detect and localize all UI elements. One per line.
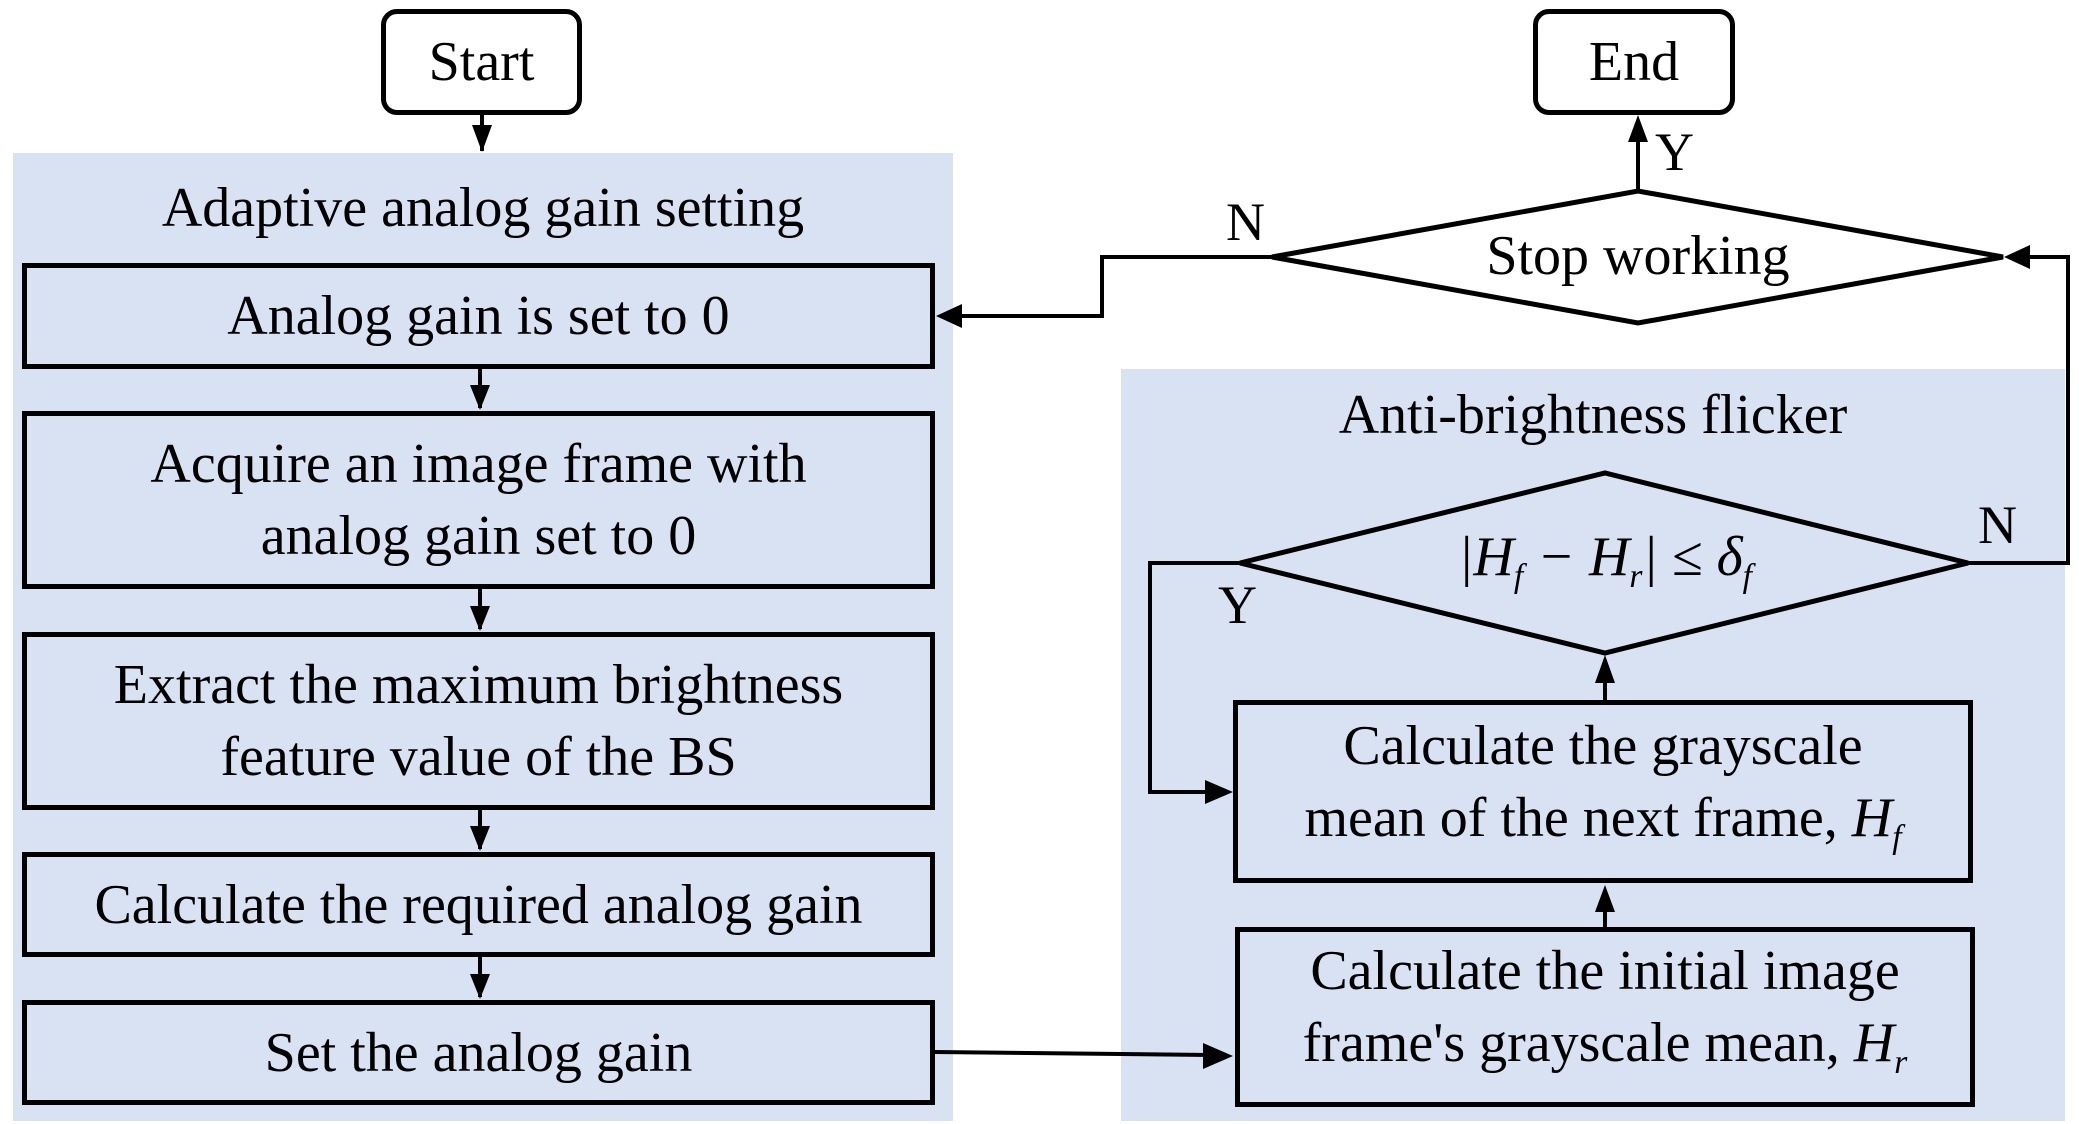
step-text: Set the analog gain — [264, 1021, 693, 1084]
stop-working-text: Stop working — [1486, 225, 1790, 287]
var-sub-f: f — [1892, 818, 1902, 856]
flicker-check-diamond — [1239, 470, 1969, 656]
step-text-line2-main: mean of the next frame, — [1304, 786, 1852, 849]
cond-sub: f — [1513, 557, 1524, 595]
arrowhead — [472, 125, 492, 152]
cond-part: | ≤ δ — [1642, 526, 1743, 588]
arrow-decision-no-to-stop — [1968, 255, 2070, 565]
step-text: Calculate the required analog gain — [94, 873, 863, 936]
step-text-line2: frame's grayscale mean, Hr — [1303, 1007, 1908, 1099]
step-acquire-frame: Acquire an image frame with analog gain … — [22, 411, 935, 589]
step-analog-gain-zero: Analog gain is set to 0 — [22, 263, 935, 369]
var-sub-r: r — [1894, 1043, 1908, 1081]
step-text-line1: Calculate the grayscale — [1343, 714, 1863, 777]
step-text-line2: feature value of the BS — [220, 726, 737, 788]
flicker-no-label: N — [1978, 495, 2017, 555]
arrow-decision-yes-loop — [1148, 561, 1240, 794]
step-calculate-gain: Calculate the required analog gain — [22, 852, 935, 957]
arrow-stop-no-to-step1 — [960, 255, 1272, 318]
stop-yes-label: Y — [1655, 122, 1694, 182]
step-next-frame-mean: Calculate the grayscale mean of the next… — [1233, 700, 1973, 883]
cond-sub: f — [1742, 557, 1752, 595]
arrow-step5-to-initial-frame — [934, 1050, 1211, 1057]
start-terminal: Start — [381, 9, 582, 115]
step-text-line2: mean of the next frame, Hf — [1304, 782, 1901, 874]
stop-no-label: N — [1226, 192, 1265, 252]
step-text-line1: Extract the maximum brightness — [113, 654, 844, 716]
end-terminal: End — [1533, 9, 1735, 115]
flicker-yes-label: Y — [1218, 575, 1257, 635]
cond-sub: r — [1629, 557, 1643, 595]
step-set-gain: Set the analog gain — [22, 1000, 935, 1105]
var-h: H — [1853, 1012, 1895, 1075]
anti-brightness-flicker-title: Anti-brightness flicker — [1338, 384, 1848, 446]
step-initial-frame-mean: Calculate the initial image frame's gray… — [1235, 927, 1975, 1107]
end-label: End — [1588, 31, 1680, 93]
flicker-condition-text: |Hf − Hr| ≤ δf — [1405, 525, 1805, 609]
stop-working-diamond — [1271, 188, 2004, 326]
step-text-line1: Acquire an image frame with — [150, 433, 807, 495]
adaptive-analog-gain-title: Adaptive analog gain setting — [161, 177, 805, 239]
cond-part: |H — [1457, 526, 1514, 588]
step-text: Analog gain is set to 0 — [227, 285, 730, 347]
step-text-line1: Calculate the initial image — [1310, 940, 1900, 1003]
step-text-line2: analog gain set to 0 — [260, 505, 697, 567]
cond-part: − H — [1523, 526, 1630, 588]
step-text-line2-main: frame's grayscale mean, — [1302, 1012, 1854, 1075]
start-label: Start — [428, 31, 535, 93]
step-extract-brightness: Extract the maximum brightness feature v… — [22, 632, 935, 810]
var-h: H — [1851, 786, 1893, 849]
